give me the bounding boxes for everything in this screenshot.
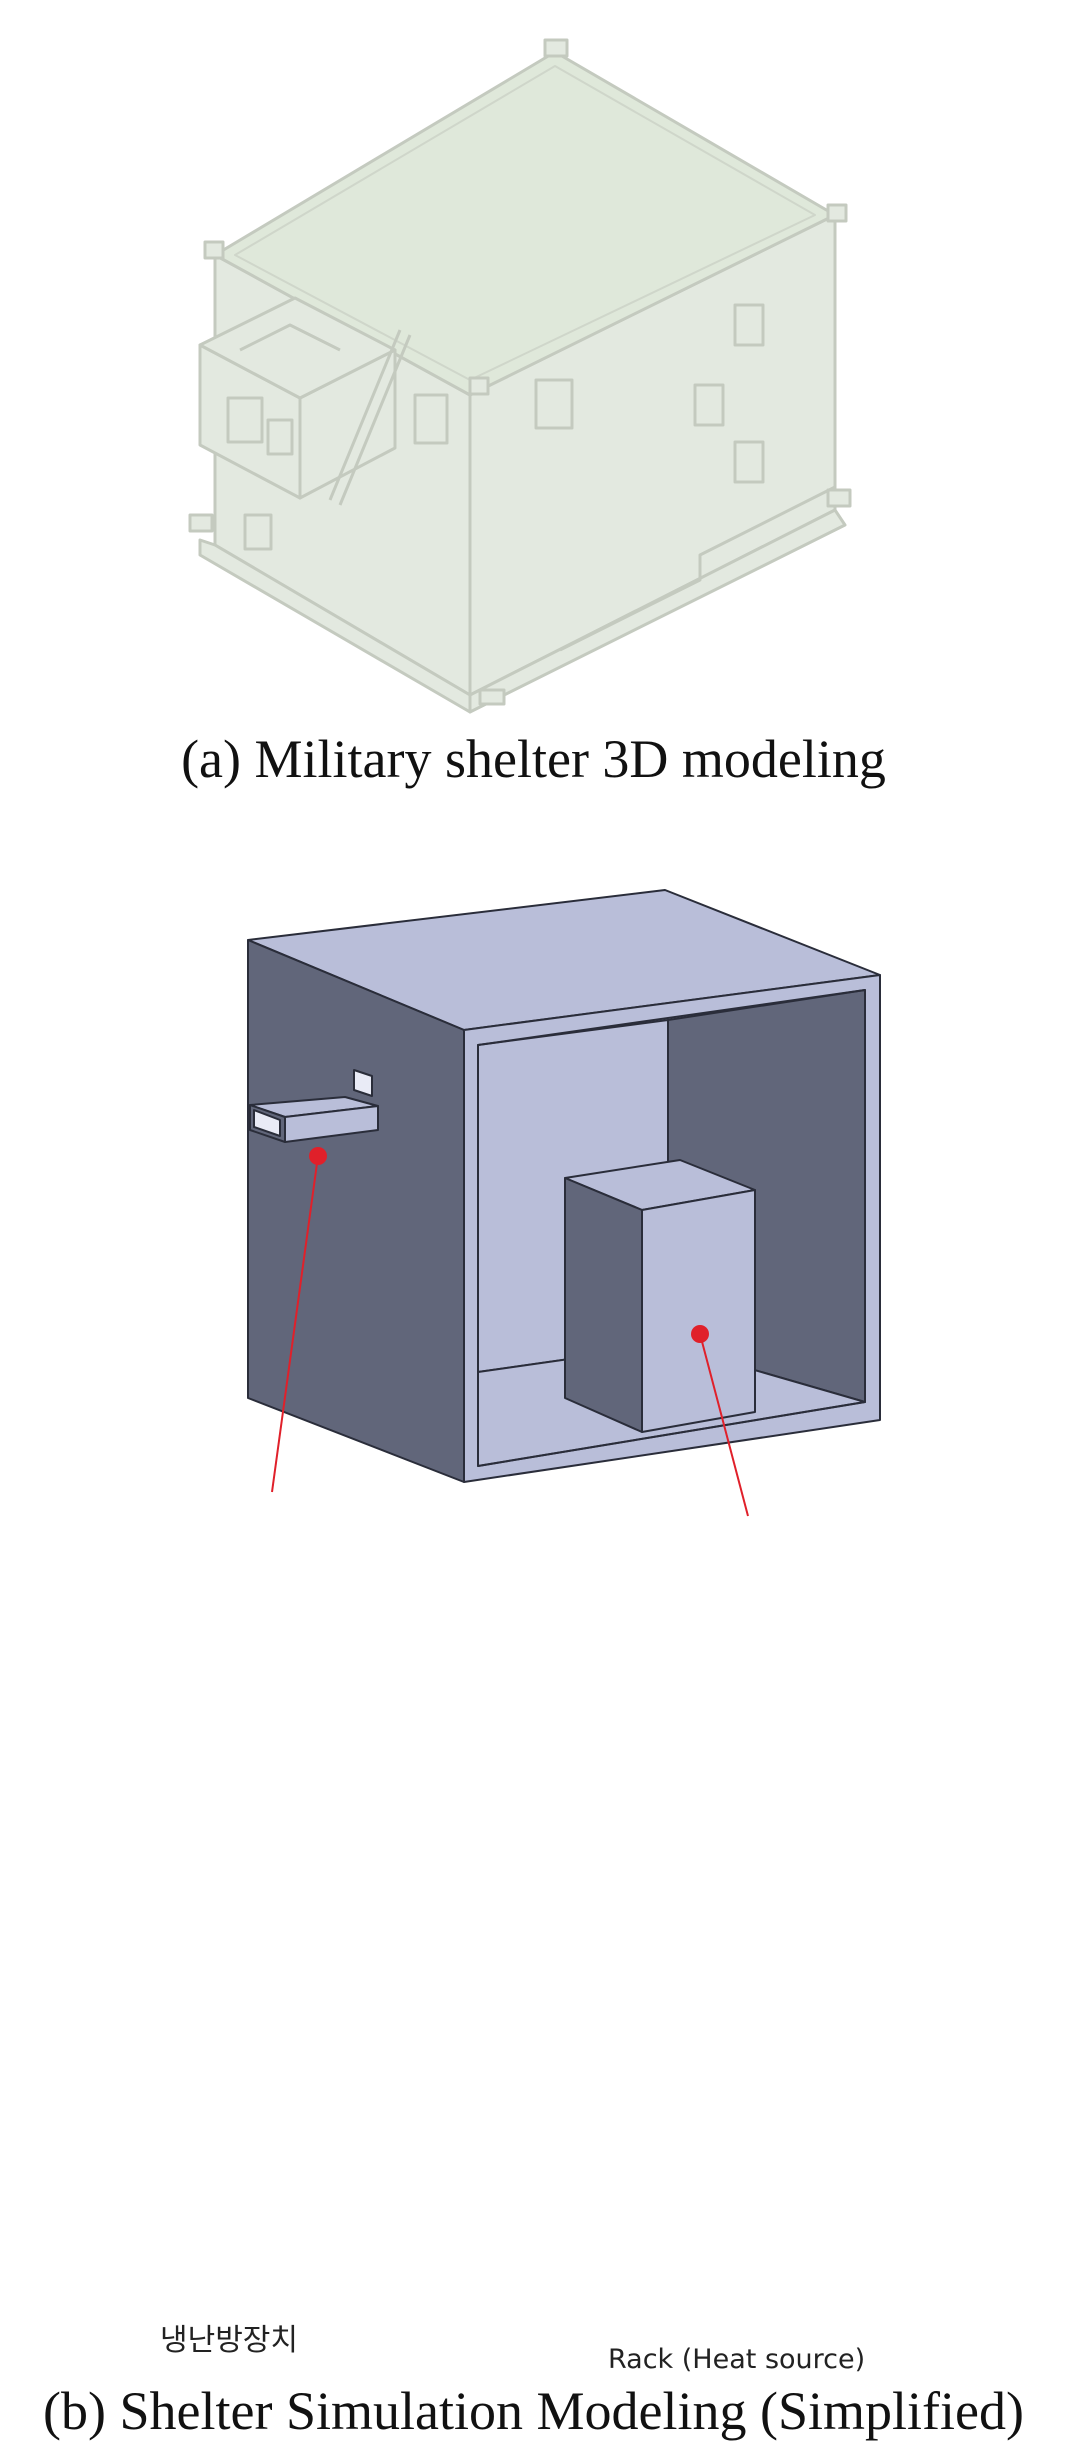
- rack-marker: [691, 1325, 709, 1343]
- shelter-3d-model-drawing: [188, 38, 852, 714]
- shelter-foot: [826, 488, 852, 508]
- shelter-vent: [693, 383, 725, 427]
- shelter-vent: [733, 303, 765, 347]
- rack-leader-line: [699, 1333, 749, 1517]
- simplified-shelter-model: [247, 889, 881, 1517]
- cooler-marker: [309, 1147, 327, 1165]
- figure-a: (a) Military shelter 3D modeling: [0, 0, 1067, 820]
- box-left-face: [247, 939, 465, 1483]
- shelter-vent: [733, 440, 765, 484]
- shelter-foot: [188, 513, 214, 533]
- vent-opening: [353, 1069, 373, 1097]
- caption-b: (b) Shelter Simulation Modeling (Simplif…: [43, 2381, 1024, 2441]
- rack-front-face: [641, 1189, 756, 1433]
- air-conditioning-unit: [198, 296, 397, 500]
- shelter-hatch: [243, 513, 273, 551]
- shelter-vent: [534, 378, 574, 430]
- shelter-hatch: [413, 393, 449, 445]
- rack-left-face: [564, 1177, 643, 1433]
- shelter-foot: [478, 688, 506, 706]
- rack-label: Rack (Heat source): [608, 2344, 866, 2375]
- caption-a: (a) Military shelter 3D modeling: [181, 729, 886, 789]
- cooler-leader-line: [271, 1155, 319, 1493]
- figure-b: 냉난방장치 Rack (Heat source) (b) Shelter Sim…: [0, 820, 1067, 2441]
- cooler-label: 냉난방장치: [160, 2323, 298, 2358]
